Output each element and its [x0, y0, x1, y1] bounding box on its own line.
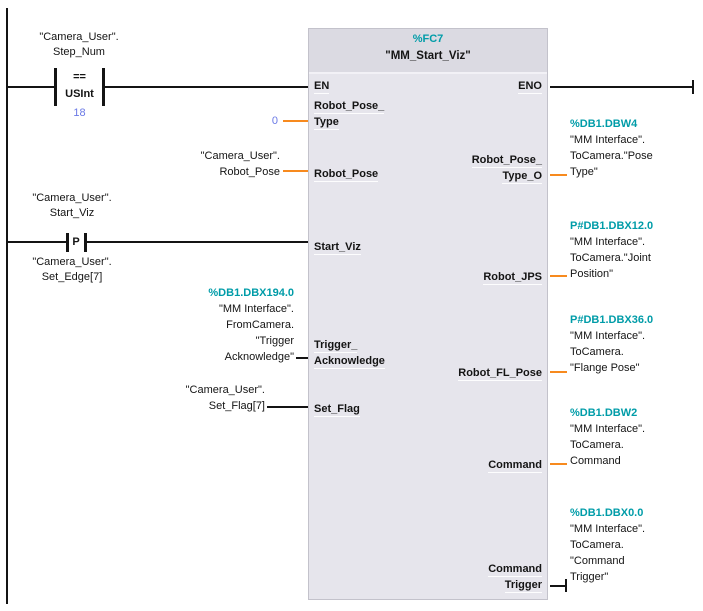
operand-pose-type[interactable]: %DB1.DBW4 "MM Interface". ToCamera."Pose…	[570, 116, 700, 180]
contact-bar-right	[84, 233, 87, 252]
wire-robot-pose-type	[283, 120, 308, 122]
wire-robot-fl-pose	[550, 371, 567, 373]
operand-step-num[interactable]: "Camera_User". Step_Num	[4, 30, 154, 60]
operand-start-viz-line1: "Camera_User".	[32, 192, 112, 204]
rung2-wire-left	[8, 241, 67, 243]
pin-robot-pose-type-line1[interactable]: Robot_Pose_	[314, 100, 385, 114]
eno-wire-endcap	[692, 80, 694, 94]
contact-bar-left	[54, 68, 57, 106]
pin-robot-pose-type-o-line2[interactable]: Type_O	[502, 170, 542, 184]
wire-set-flag	[267, 406, 308, 408]
pin-start-viz[interactable]: Start_Viz	[314, 241, 361, 255]
wire-robot-pose	[283, 170, 308, 172]
wire-trigger-acknowledge	[296, 357, 308, 359]
operand-command-trigger-line4: "Command	[570, 555, 625, 567]
pin-set-flag[interactable]: Set_Flag	[314, 403, 360, 417]
operand-start-viz-line2: Start_Viz	[49, 207, 95, 219]
operand-joint-position-line2: "MM Interface".	[570, 236, 646, 248]
operand-flange-pose[interactable]: P#DB1.DBX36.0 "MM Interface". ToCamera. …	[570, 312, 700, 376]
rung1-wire-right	[105, 86, 308, 88]
operand-step-num-line1: "Camera_User".	[39, 31, 119, 43]
pin-robot-pose[interactable]: Robot_Pose	[314, 168, 379, 182]
operand-trigger-acknowledge-line5: Acknowledge"	[224, 351, 294, 363]
operand-joint-position-address: P#DB1.DBX12.0	[570, 220, 654, 232]
pin-robot-pose-type-o-line1[interactable]: Robot_Pose_	[471, 154, 542, 168]
contact-bar-right	[102, 68, 105, 106]
left-power-rail	[6, 8, 8, 604]
operand-command-line3: ToCamera.	[570, 439, 624, 451]
operand-command-trigger-line2: "MM Interface".	[570, 523, 646, 535]
operand-trigger-acknowledge-address: %DB1.DBX194.0	[208, 287, 294, 299]
operand-joint-position-line4: Position"	[570, 268, 614, 280]
operand-command[interactable]: %DB1.DBW2 "MM Interface". ToCamera. Comm…	[570, 405, 700, 469]
operand-flange-pose-line2: "MM Interface".	[570, 330, 646, 342]
command-trigger-wire-endcap	[565, 579, 567, 592]
compare-contact[interactable]: == USInt 18	[54, 68, 105, 120]
operand-pose-type-address: %DB1.DBW4	[570, 118, 638, 130]
operand-command-trigger[interactable]: %DB1.DBX0.0 "MM Interface". ToCamera. "C…	[570, 505, 700, 585]
operand-flange-pose-address: P#DB1.DBX36.0	[570, 314, 654, 326]
compare-data-type: USInt	[65, 88, 94, 100]
pin-command[interactable]: Command	[488, 459, 542, 473]
operand-trigger-acknowledge-line4: "Trigger	[255, 335, 294, 347]
contact-bar-left	[66, 233, 69, 252]
operand-robot-pose-line2: Robot_Pose	[219, 166, 280, 178]
wire-command-trigger	[550, 585, 565, 587]
operand-set-flag-line2: Set_Flag[7]	[208, 400, 265, 412]
pin-robot-jps[interactable]: Robot_JPS	[483, 271, 542, 285]
fc-block-header[interactable]: %FC7 "MM_Start_Viz"	[309, 29, 547, 74]
operand-command-address: %DB1.DBW2	[570, 407, 638, 419]
pin-en[interactable]: EN	[314, 80, 330, 94]
rung2-wire-right	[87, 241, 308, 243]
operand-start-viz[interactable]: "Camera_User". Start_Viz	[0, 191, 144, 221]
operand-command-trigger-address: %DB1.DBX0.0	[570, 507, 644, 519]
wire-robot-jps	[550, 275, 567, 277]
operand-robot-pose[interactable]: "Camera_User". Robot_Pose	[130, 148, 280, 180]
operand-step-num-line2: Step_Num	[53, 46, 105, 58]
rung1-wire-left	[8, 86, 55, 88]
operand-command-trigger-line5: Trigger"	[570, 571, 609, 583]
operand-set-edge[interactable]: "Camera_User". Set_Edge[7]	[0, 255, 144, 285]
compare-constant[interactable]: 18	[73, 107, 86, 119]
operand-set-flag[interactable]: "Camera_User". Set_Flag[7]	[120, 382, 265, 414]
pin-trigger-acknowledge-line2[interactable]: Acknowledge	[314, 355, 385, 369]
operand-command-line4: Command	[570, 455, 621, 467]
p-edge-contact[interactable]: P	[66, 233, 87, 252]
operand-pose-type-line4: Type"	[570, 166, 598, 178]
operand-flange-pose-line3: ToCamera.	[570, 346, 624, 358]
compare-operator: ==	[73, 71, 86, 83]
wire-robot-pose-type-o	[550, 174, 567, 176]
wire-eno	[550, 86, 694, 88]
operand-set-flag-line1: "Camera_User".	[185, 384, 265, 396]
operand-pose-type-line2: "MM Interface".	[570, 134, 646, 146]
operand-command-line2: "MM Interface".	[570, 423, 646, 435]
fc-block-address: %FC7	[412, 33, 444, 45]
operand-pose-type-line3: ToCamera."Pose	[570, 150, 653, 162]
pin-command-trigger-line2[interactable]: Trigger	[504, 579, 542, 593]
operand-constant-zero[interactable]: 0	[271, 115, 278, 127]
operand-trigger-acknowledge-line3: FromCamera.	[226, 319, 294, 331]
operand-robot-pose-line1: "Camera_User".	[200, 150, 280, 162]
operand-trigger-acknowledge[interactable]: %DB1.DBX194.0 "MM Interface". FromCamera…	[150, 285, 294, 365]
pin-robot-pose-type-line2[interactable]: Type	[314, 116, 339, 130]
pin-command-trigger-line1[interactable]: Command	[488, 563, 542, 577]
p-edge-symbol: P	[72, 236, 80, 248]
operand-command-trigger-line3: ToCamera.	[570, 539, 624, 551]
operand-joint-position-line3: ToCamera."Joint	[570, 252, 651, 264]
pin-trigger-acknowledge-line1[interactable]: Trigger_	[314, 339, 358, 353]
operand-set-edge-line1: "Camera_User".	[32, 256, 112, 268]
operand-trigger-acknowledge-line2: "MM Interface".	[218, 303, 294, 315]
operand-joint-position[interactable]: P#DB1.DBX12.0 "MM Interface". ToCamera."…	[570, 218, 700, 282]
pin-robot-fl-pose[interactable]: Robot_FL_Pose	[458, 367, 542, 381]
operand-set-edge-line2: Set_Edge[7]	[41, 271, 103, 283]
fc-block[interactable]: %FC7 "MM_Start_Viz" EN Robot_Pose_ Type …	[308, 28, 548, 600]
operand-flange-pose-line4: "Flange Pose"	[570, 362, 640, 374]
pin-eno[interactable]: ENO	[518, 80, 542, 94]
fc-block-name: "MM_Start_Viz"	[385, 50, 471, 62]
wire-command	[550, 463, 567, 465]
